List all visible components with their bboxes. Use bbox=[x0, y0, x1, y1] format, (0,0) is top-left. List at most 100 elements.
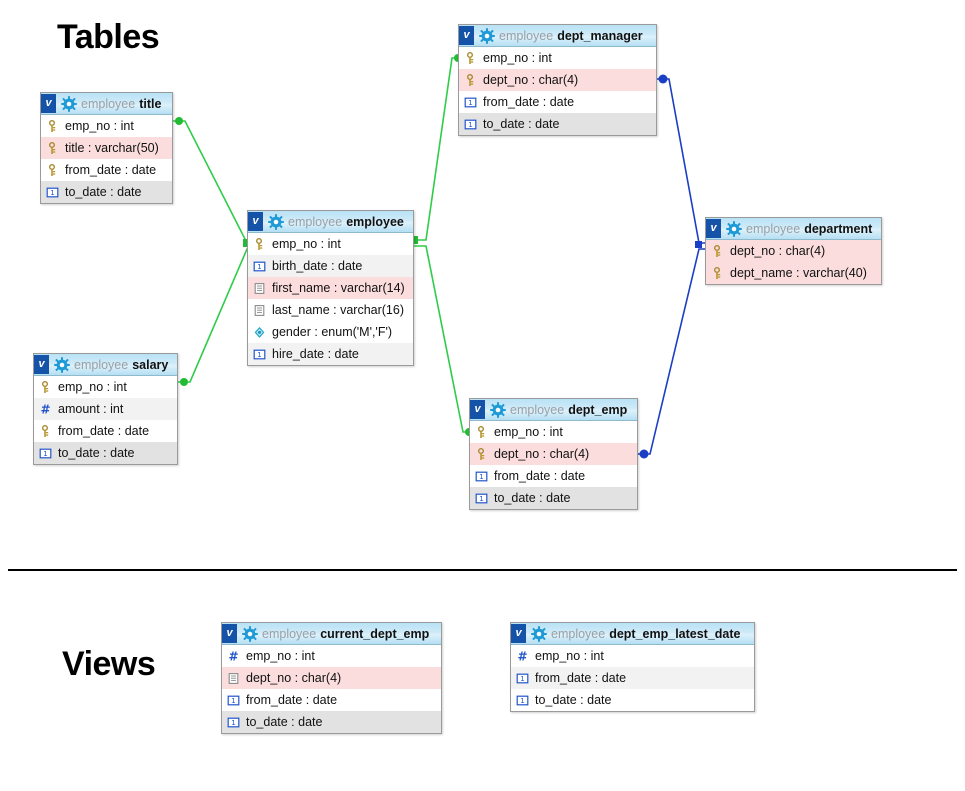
entity-field-row[interactable]: gender : enum('M','F') bbox=[248, 321, 413, 343]
entity-field-row[interactable]: 1 to_date : date bbox=[34, 442, 177, 464]
field-label: dept_no : char(4) bbox=[730, 244, 826, 258]
entity-field-row[interactable]: from_date : date bbox=[34, 420, 177, 442]
field-label: from_date : date bbox=[494, 469, 586, 483]
gear-icon bbox=[531, 625, 547, 642]
field-label: from_date : date bbox=[65, 163, 157, 177]
text-icon bbox=[253, 304, 266, 317]
field-label: dept_name : varchar(40) bbox=[730, 266, 867, 280]
entity-schema-label: employee bbox=[746, 221, 801, 236]
entity-field-row[interactable]: last_name : varchar(16) bbox=[248, 299, 413, 321]
entity-field-row[interactable]: #amount : int bbox=[34, 398, 177, 420]
svg-text:1: 1 bbox=[257, 263, 261, 271]
svg-text:1: 1 bbox=[479, 495, 483, 503]
field-label: emp_no : int bbox=[494, 425, 563, 439]
field-label: dept_no : char(4) bbox=[246, 671, 342, 685]
entity-field-row[interactable]: dept_no : char(4) bbox=[470, 443, 637, 465]
date-icon: 1 bbox=[46, 186, 59, 199]
svg-text:1: 1 bbox=[50, 189, 54, 197]
entity-field-row[interactable]: 1 birth_date : date bbox=[248, 255, 413, 277]
field-label: to_date : date bbox=[535, 693, 612, 707]
entity-field-row[interactable]: emp_no : int bbox=[459, 47, 656, 69]
entity-field-row[interactable]: emp_no : int bbox=[470, 421, 637, 443]
entity-field-row[interactable]: # emp_no : int bbox=[222, 645, 441, 667]
entity-field-row[interactable]: dept_name : varchar(40) bbox=[706, 262, 881, 284]
entity-schema-label: employee bbox=[81, 96, 136, 111]
entity-field-row[interactable]: 1 from_date : date bbox=[470, 465, 637, 487]
field-label: title : varchar(50) bbox=[65, 141, 159, 155]
key-icon bbox=[464, 73, 477, 87]
entity-field-row[interactable]: from_date : date bbox=[41, 159, 172, 181]
entity-field-row[interactable]: 1 to_date : date bbox=[470, 487, 637, 509]
entity-name-label: title bbox=[139, 96, 162, 111]
entity-name-label: salary bbox=[132, 357, 169, 372]
svg-text:#: # bbox=[228, 650, 238, 663]
field-label: to_date : date bbox=[58, 446, 135, 460]
entity-field-row[interactable]: 1 from_date : date bbox=[459, 91, 656, 113]
relationship-dept_emp-department bbox=[638, 241, 711, 459]
enum-icon bbox=[253, 326, 266, 339]
svg-text:1: 1 bbox=[231, 719, 235, 727]
field-label: emp_no : int bbox=[65, 119, 134, 133]
field-label: birth_date : date bbox=[272, 259, 363, 273]
entity-field-row[interactable]: emp_no : int bbox=[34, 376, 177, 398]
entity-field-row[interactable]: dept_no : char(4) bbox=[706, 240, 881, 262]
entity-field-row[interactable]: emp_no : int bbox=[248, 233, 413, 255]
key-icon bbox=[464, 51, 477, 65]
entity-field-row[interactable]: first_name : varchar(14) bbox=[248, 277, 413, 299]
view-badge-icon: v bbox=[222, 624, 237, 643]
text-icon bbox=[253, 282, 266, 295]
svg-text:1: 1 bbox=[231, 697, 235, 705]
svg-text:1: 1 bbox=[468, 99, 472, 107]
section-divider bbox=[8, 569, 957, 571]
entity-field-row[interactable]: 1 hire_date : date bbox=[248, 343, 413, 365]
date-icon: 1 bbox=[516, 694, 529, 707]
field-label: emp_no : int bbox=[272, 237, 341, 251]
field-label: emp_no : int bbox=[246, 649, 315, 663]
entity-field-row[interactable]: title : varchar(50) bbox=[41, 137, 172, 159]
entity-field-row[interactable]: emp_no : int bbox=[41, 115, 172, 137]
entity-schema-label: employee bbox=[510, 402, 565, 417]
entity-field-row[interactable]: 1 to_date : date bbox=[511, 689, 754, 711]
gear-icon bbox=[479, 27, 495, 44]
svg-text:1: 1 bbox=[479, 473, 483, 481]
gear-icon bbox=[726, 220, 742, 237]
entity-name-label: employee bbox=[346, 214, 404, 229]
date-icon: 1 bbox=[39, 447, 52, 460]
key-icon bbox=[711, 244, 724, 258]
key-icon bbox=[475, 425, 488, 439]
field-label: from_date : date bbox=[483, 95, 575, 109]
entity-field-row[interactable]: dept_no : char(4) bbox=[459, 69, 656, 91]
field-label: hire_date : date bbox=[272, 347, 359, 361]
field-label: dept_no : char(4) bbox=[494, 447, 590, 461]
field-label: to_date : date bbox=[494, 491, 571, 505]
entity-field-row[interactable]: #emp_no : int bbox=[511, 645, 754, 667]
svg-text:1: 1 bbox=[257, 351, 261, 359]
gear-icon bbox=[54, 356, 70, 373]
entity-field-row[interactable]: dept_no : char(4) bbox=[222, 667, 441, 689]
date-icon: 1 bbox=[516, 672, 529, 685]
key-icon bbox=[253, 237, 266, 251]
view-badge-icon: v bbox=[459, 26, 474, 45]
tables-section-title: Tables bbox=[57, 18, 160, 56]
